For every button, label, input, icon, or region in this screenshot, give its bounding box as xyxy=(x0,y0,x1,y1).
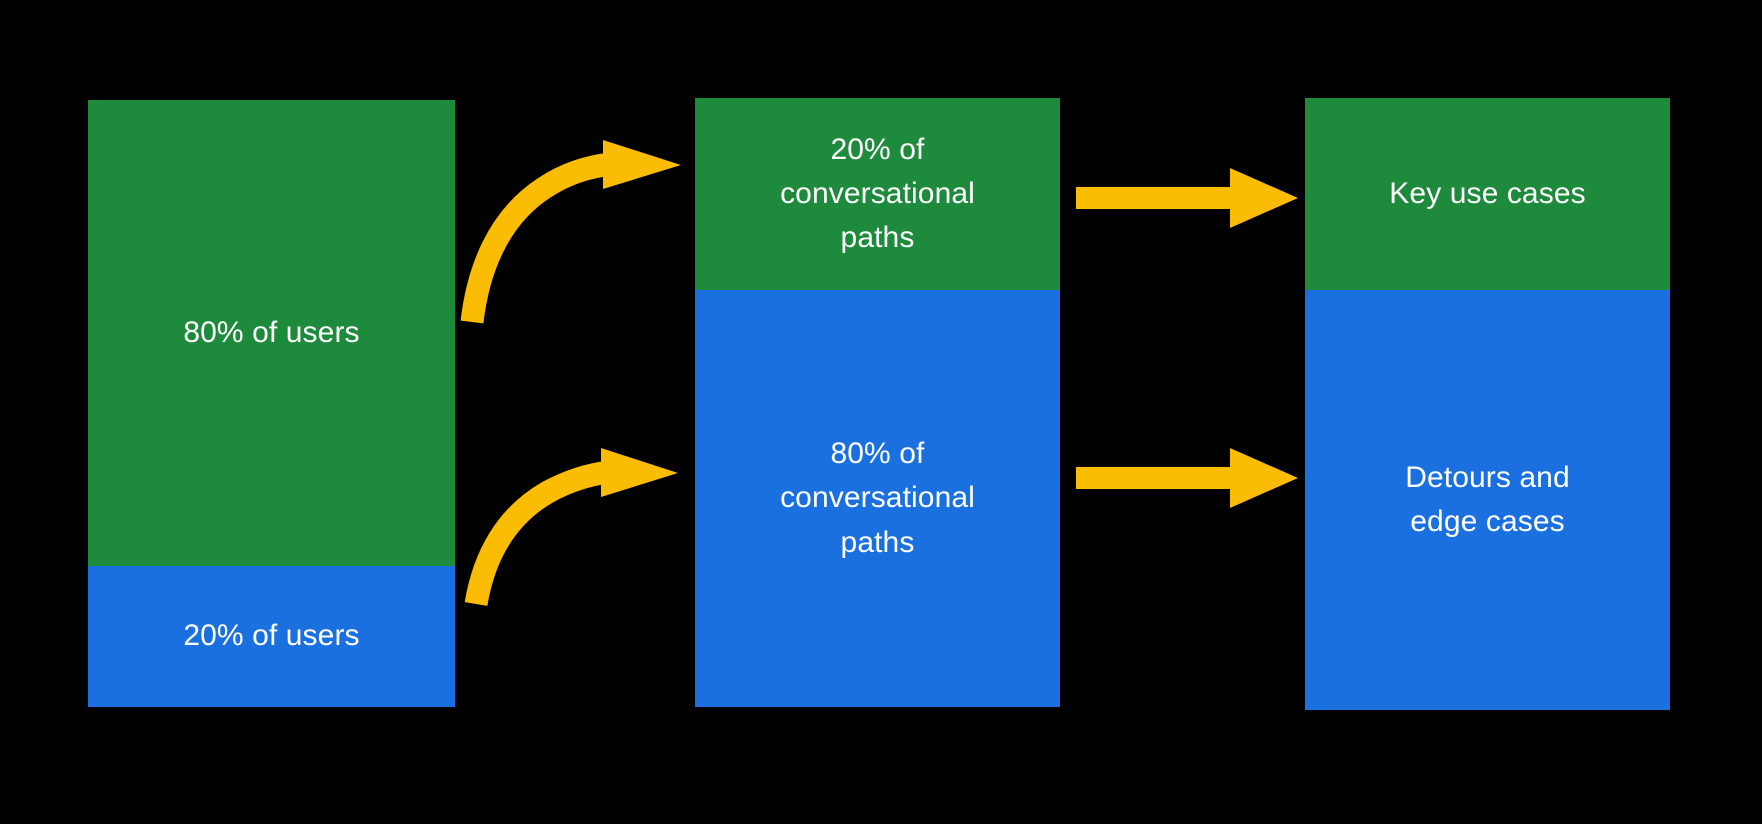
straight-arrow-right-top-icon xyxy=(1076,168,1298,228)
segment-users-minority: 20% of users xyxy=(88,566,455,707)
segment-label-paths-majority: 80% of conversational paths xyxy=(780,437,975,559)
segment-paths-minority: 20% of conversational paths xyxy=(695,98,1060,290)
column-users: 80% of users 20% of users xyxy=(88,100,455,707)
segment-label-users-minority: 20% of users xyxy=(183,619,360,653)
segment-users-majority: 80% of users xyxy=(88,100,455,566)
segment-outcome-key-use-cases: Key use cases xyxy=(1305,98,1670,290)
curved-arrow-up-second-icon xyxy=(464,448,678,607)
segment-label-users-majority: 80% of users xyxy=(183,315,360,349)
segment-label-detours-edge-cases: Detours and edge cases xyxy=(1405,460,1570,538)
column-conversational-paths: 20% of conversational paths 80% of conve… xyxy=(695,98,1060,707)
segment-label-paths-minority: 20% of conversational paths xyxy=(780,132,975,255)
column-outcomes: Key use cases Detours and edge cases xyxy=(1305,98,1670,710)
curved-arrow-up-icon xyxy=(460,140,681,324)
segment-outcome-detours: Detours and edge cases xyxy=(1305,290,1670,710)
segment-label-key-use-cases: Key use cases xyxy=(1389,176,1586,210)
straight-arrow-right-bottom-icon xyxy=(1076,448,1298,508)
segment-paths-majority: 80% of conversational paths xyxy=(695,290,1060,707)
